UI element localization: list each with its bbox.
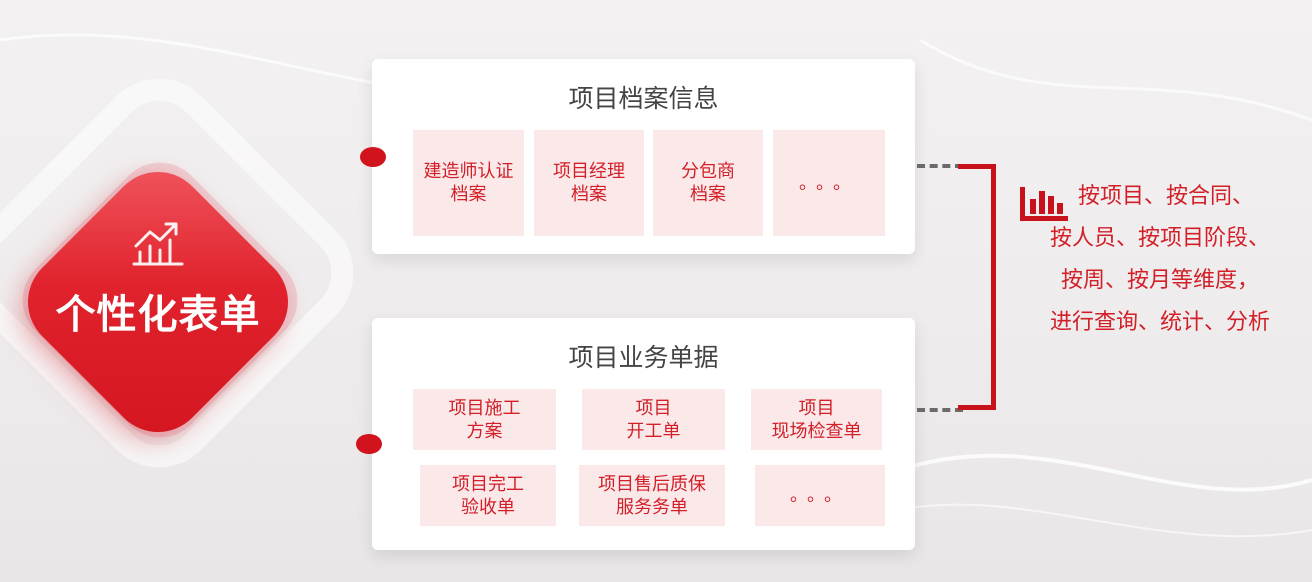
analysis-line-3: 按周、按月等维度， [1060,268,1259,293]
analysis-line-2: 按人员、按项目阶段、 [1049,226,1270,251]
business-item-warranty: 项目售后质保服务务单 [579,465,725,526]
archive-item-manager: 项目经理档案 [534,130,644,236]
business-item-acceptance: 项目完工验收单 [420,465,556,526]
business-title: 项目业务单据 [568,343,719,372]
archive-marker-dot [360,147,386,167]
analysis-line-4: 进行查询、统计、分析 [1049,310,1270,335]
archive-card: 项目档案信息 建造师认证档案 项目经理档案 分包商档案 。。。 [372,59,915,254]
business-item-start: 项目开工单 [582,389,725,450]
analysis-text: 按项目、按合同、 按人员、按项目阶段、 按周、按月等维度， 进行查询、统计、分析 [1020,176,1300,344]
archive-item-more: 。。。 [773,130,885,236]
business-marker-dot [356,434,382,454]
business-connector [917,408,963,412]
archive-item-subcontractor: 分包商档案 [653,130,763,236]
growth-chart-icon [132,222,184,266]
archive-item-builder: 建造师认证档案 [413,130,524,236]
archive-connector [917,164,963,168]
business-item-inspection: 项目现场检查单 [751,389,882,450]
bar-chart-icon [1020,187,1068,221]
merge-bracket [958,164,996,410]
business-item-plan: 项目施工方案 [413,389,556,450]
analysis-line-1: 按项目、按合同、 [1078,184,1255,209]
center-badge: 个性化表单 [36,210,280,390]
business-item-more: 。。。 [755,465,885,526]
center-title: 个性化表单 [55,292,261,338]
archive-title: 项目档案信息 [568,84,719,113]
business-card: 项目业务单据 项目施工方案 项目开工单 项目现场检查单 项目完工验收单 项目售后… [372,318,915,550]
